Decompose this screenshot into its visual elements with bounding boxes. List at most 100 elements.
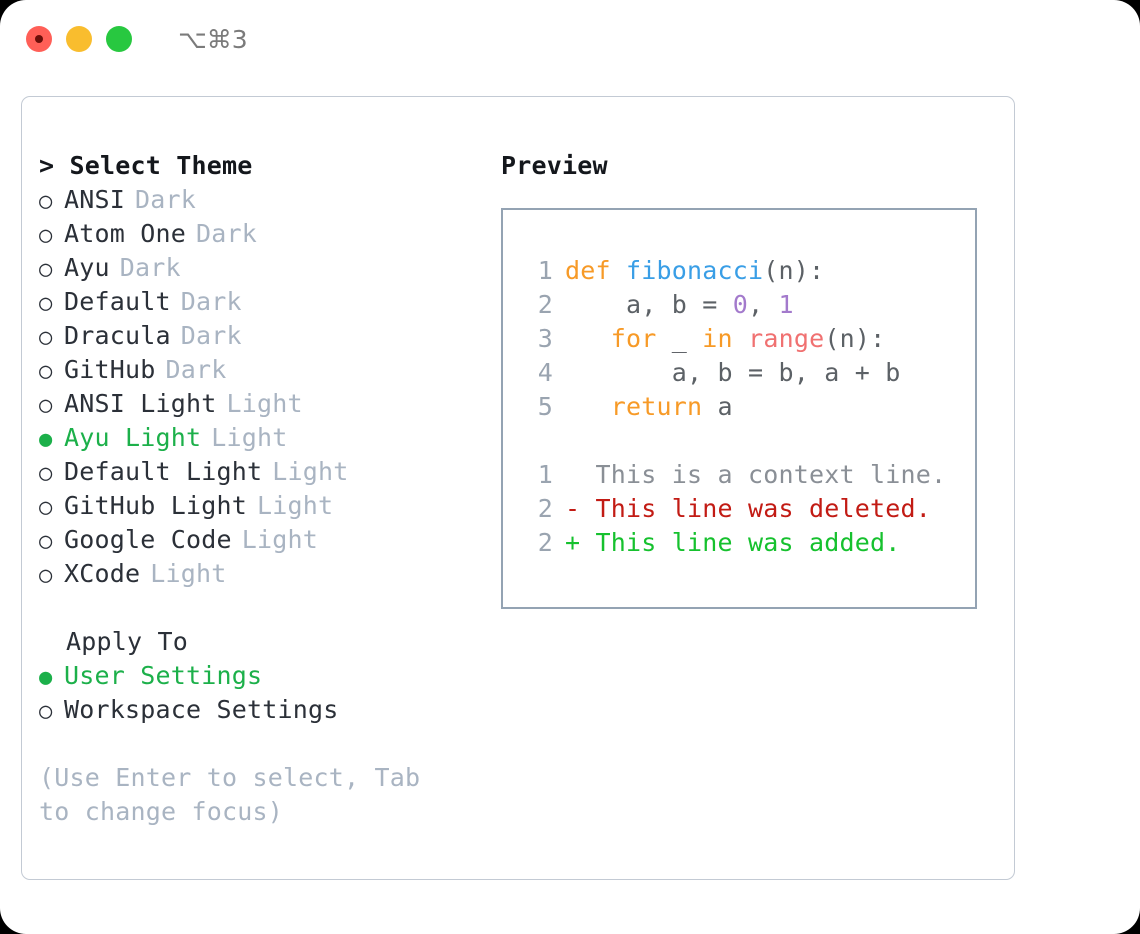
radio-unselected-icon[interactable]: ○: [39, 563, 53, 588]
diff-line: 2- This line was deleted.: [519, 492, 975, 526]
radio-unselected-icon[interactable]: ○: [39, 325, 53, 350]
code-token: a, b =: [565, 290, 733, 319]
code-line: 5 return a: [519, 390, 975, 424]
theme-name-label: Google Code: [64, 525, 232, 554]
theme-list-item[interactable]: ○ ANSI Dark: [39, 183, 499, 217]
line-number: 3: [537, 324, 553, 353]
radio-unselected-icon[interactable]: ○: [39, 189, 53, 214]
theme-variant-tag: Light: [272, 457, 349, 486]
code-token: fibonacci: [626, 256, 764, 285]
theme-name-label: Atom One: [64, 219, 187, 248]
code-line: 3 for _ in range(n):: [519, 322, 975, 356]
theme-variant-tag: Light: [226, 389, 303, 418]
theme-list-item[interactable]: ○ Google Code Light: [39, 523, 499, 557]
code-token: def: [565, 256, 611, 285]
diff-text: This line was added.: [595, 528, 901, 557]
close-window-button[interactable]: [26, 26, 52, 52]
code-token: [733, 322, 748, 356]
apply-to-list-item[interactable]: ● User Settings: [39, 659, 499, 693]
theme-name-label: Default: [64, 287, 171, 316]
code-token: for: [610, 324, 657, 353]
maximize-window-button[interactable]: [106, 26, 132, 52]
radio-unselected-icon[interactable]: ○: [39, 291, 53, 316]
theme-variant-tag: Light: [150, 559, 227, 588]
radio-unselected-icon[interactable]: ○: [39, 529, 53, 554]
code-token: _: [656, 324, 703, 353]
diff-sample: 1 This is a context line.2- This line wa…: [519, 458, 975, 560]
code-token: a, b = b, a + b: [565, 358, 901, 387]
radio-unselected-icon[interactable]: ○: [39, 257, 53, 282]
diff-marker: [565, 458, 596, 492]
line-number: 5: [537, 392, 553, 421]
diff-marker: +: [565, 528, 596, 557]
theme-list-item[interactable]: ○ ANSI Light Light: [39, 387, 499, 421]
code-token: ,: [748, 290, 779, 319]
apply-to-list-item[interactable]: ○ Workspace Settings: [39, 693, 499, 727]
theme-name-label: ANSI Light: [64, 389, 217, 418]
theme-variant-tag: Dark: [180, 321, 242, 350]
apply-to-label: User Settings: [64, 661, 263, 690]
code-token: (n):: [763, 256, 825, 285]
apply-to-list[interactable]: ● User Settings ○ Workspace Settings: [39, 659, 499, 727]
diff-text: This line was deleted.: [595, 494, 932, 523]
radio-unselected-icon[interactable]: ○: [39, 223, 53, 248]
radio-unselected-icon[interactable]: ○: [39, 495, 53, 520]
theme-list-item[interactable]: ○ Atom One Dark: [39, 217, 499, 251]
line-number: 1: [537, 460, 553, 489]
code-token: return: [610, 392, 703, 421]
radio-unselected-icon[interactable]: ○: [39, 359, 53, 384]
radio-unselected-icon[interactable]: ○: [39, 461, 53, 486]
code-diff-spacer: [519, 424, 975, 458]
line-number: 2: [537, 290, 553, 319]
theme-list-item[interactable]: ○ GitHub Dark: [39, 353, 499, 387]
theme-name-label: Ayu Light: [64, 423, 202, 452]
theme-variant-tag: Dark: [165, 355, 227, 384]
radio-unselected-icon[interactable]: ○: [39, 393, 53, 418]
theme-variant-tag: Light: [241, 525, 319, 554]
title-bar: ⌥⌘3: [0, 0, 1140, 78]
radio-selected-icon[interactable]: ●: [39, 427, 53, 452]
diff-line: 1 This is a context line.: [519, 458, 975, 492]
theme-name-label: GitHub: [64, 355, 156, 384]
diff-marker: -: [565, 494, 596, 523]
radio-unselected-icon[interactable]: ○: [39, 699, 53, 724]
line-number: 1: [537, 256, 553, 285]
apply-to-label: Workspace Settings: [64, 695, 339, 724]
line-number: 4: [537, 358, 553, 387]
code-token: [565, 322, 611, 356]
code-token: [565, 390, 611, 424]
select-theme-header: > Select Theme: [39, 151, 253, 180]
theme-variant-tag: Dark: [196, 219, 258, 248]
diff-line: 2+ This line was added.: [519, 526, 975, 560]
code-token: in: [702, 324, 733, 353]
preview-header: Preview: [501, 151, 608, 180]
code-line: 1 def fibonacci(n):: [519, 254, 975, 288]
theme-name-label: Default Light: [64, 457, 263, 486]
window-controls: [26, 26, 132, 52]
code-token: 1: [778, 290, 794, 319]
keyboard-hint-text: (Use Enter to select, Tab to change focu…: [39, 763, 421, 826]
theme-name-label: ANSI: [64, 185, 126, 214]
code-line: 4 a, b = b, a + b: [519, 356, 975, 390]
section-spacer: [39, 591, 499, 625]
keyboard-shortcut-label: ⌥⌘3: [178, 24, 248, 54]
theme-name-label: Ayu: [64, 253, 110, 282]
minimize-window-button[interactable]: [66, 26, 92, 52]
theme-list-item[interactable]: ○ Default Light Light: [39, 455, 499, 489]
theme-variant-tag: Dark: [135, 185, 197, 214]
diff-text: This is a context line.: [595, 460, 947, 489]
radio-selected-icon[interactable]: ●: [39, 665, 53, 690]
code-token: a: [702, 392, 733, 421]
